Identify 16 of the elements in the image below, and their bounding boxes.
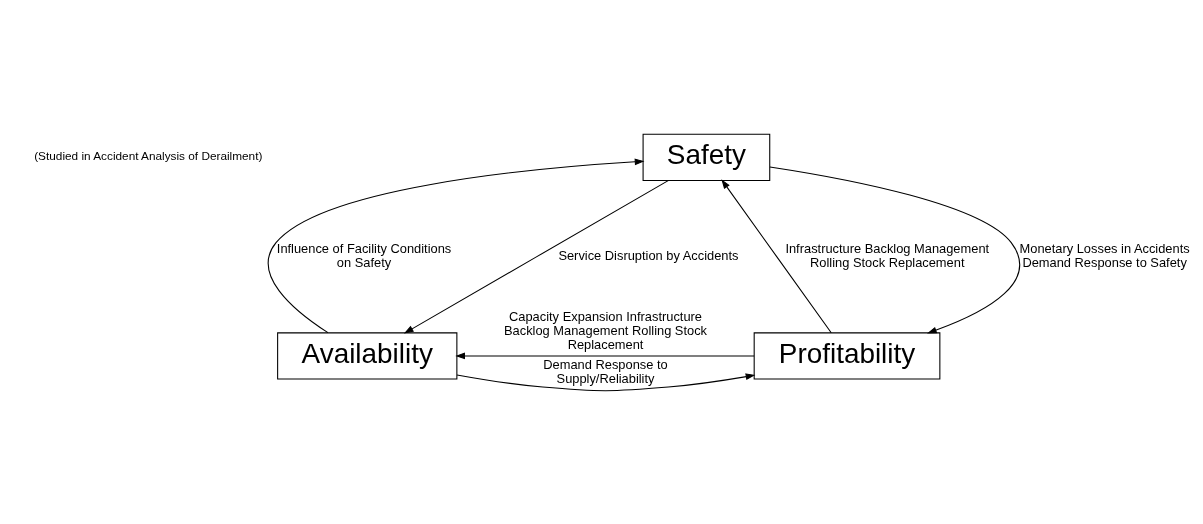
label: (Studied in Accident Analysis of Derailment) <box>34 148 263 163</box>
edge-label: Monetary Losses in Accidents Demand Response to Safety <box>1019 240 1190 270</box>
edge-label: Influence of Facility Conditions on Safety <box>276 240 452 270</box>
edge-label: Infrastructure Backlog Management Rolling Stock Replacement <box>785 240 990 270</box>
edge-label: Service Disruption by Accidents <box>558 247 739 263</box>
arrow <box>456 372 756 391</box>
arrow <box>721 178 832 333</box>
arrow <box>403 179 669 334</box>
arrow <box>455 352 755 359</box>
node-box: Profitability <box>753 331 941 380</box>
arrow <box>267 157 645 333</box>
node-box: Safety <box>642 133 771 181</box>
node-box: Availability <box>277 331 458 380</box>
edge-label: Demand Response to Supply/Reliability <box>543 356 668 386</box>
edge-label: Capacity Expansion Infrastructure Backlog Management Rolling Stock Replacement <box>504 308 708 352</box>
arrow <box>769 165 1020 333</box>
